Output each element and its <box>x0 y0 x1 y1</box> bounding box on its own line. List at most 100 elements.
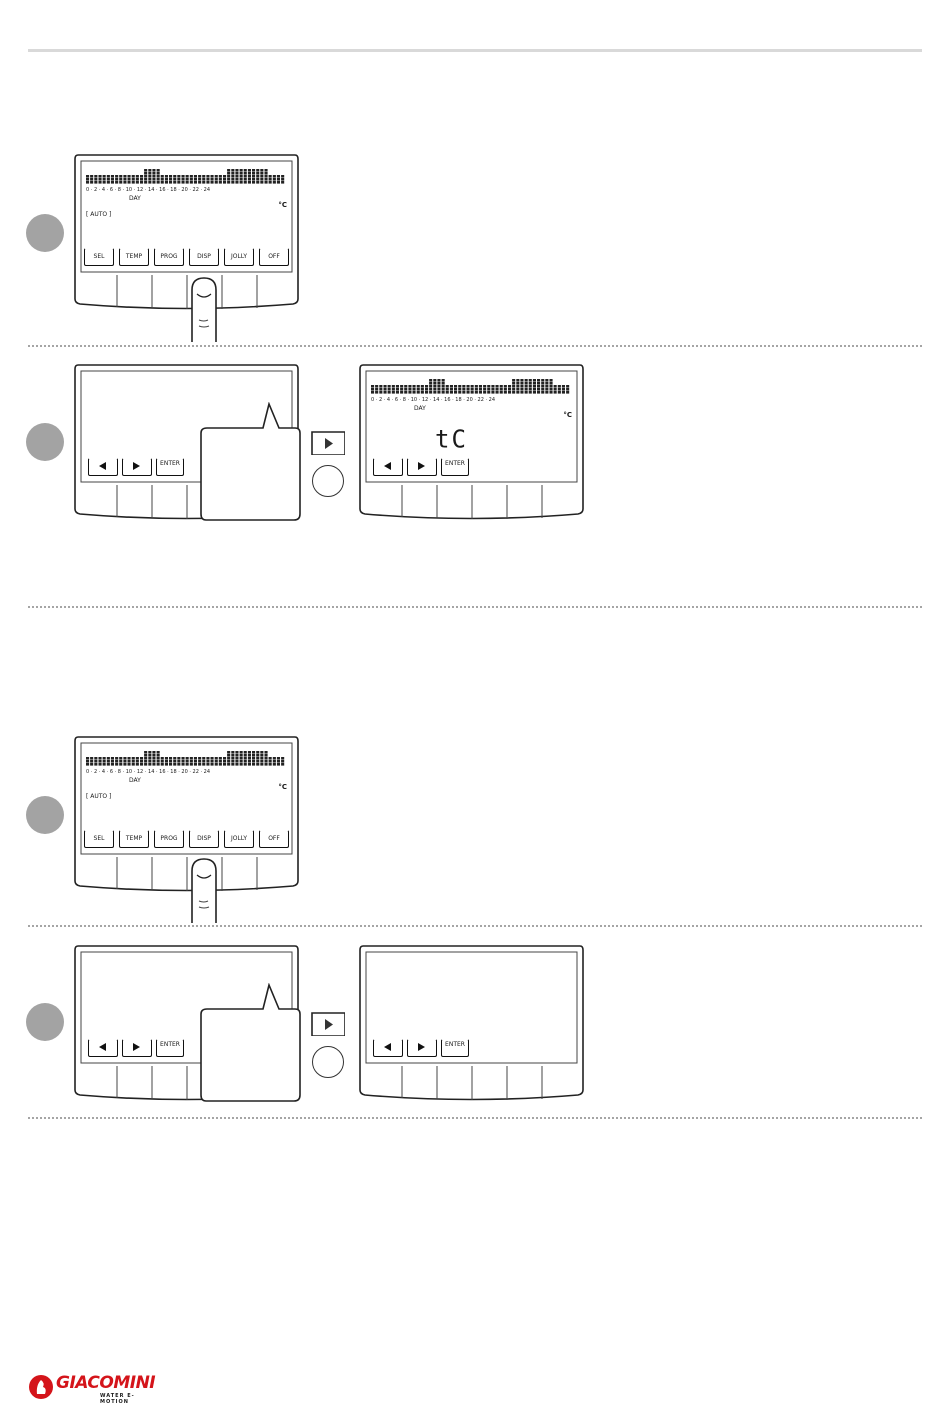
schedule-bar-cell <box>503 388 507 391</box>
schedule-bar-cell <box>252 757 256 760</box>
schedule-bar-cell <box>127 181 131 184</box>
schedule-bar-cell <box>276 760 280 763</box>
schedule-bar-cell <box>98 763 102 766</box>
celsius-label: °C <box>278 783 287 791</box>
schedule-bar-cell <box>102 178 106 181</box>
softkey-off[interactable]: OFF <box>259 830 289 848</box>
device-frame <box>74 736 299 892</box>
schedule-bar-cell <box>437 391 441 394</box>
softkey-off[interactable]: OFF <box>259 248 289 266</box>
schedule-bar-cell <box>243 751 247 754</box>
schedule-bar-cell <box>173 175 177 178</box>
schedule-bar-cell <box>152 754 156 757</box>
schedule-bar-cell <box>260 760 264 763</box>
schedule-bar-cell <box>218 181 222 184</box>
schedule-bar-cell <box>458 388 462 391</box>
schedule-bar-cell <box>169 175 173 178</box>
schedule-bar-cell <box>198 763 202 766</box>
schedule-bar-cell <box>557 385 561 388</box>
schedule-bar-cell <box>218 175 222 178</box>
schedule-bar-cell <box>247 754 251 757</box>
softkey-jolly[interactable]: JOLLY <box>224 830 254 848</box>
left-arrow-button[interactable] <box>373 1039 403 1057</box>
schedule-bar-cell <box>260 169 264 172</box>
schedule-bar-cell <box>177 757 181 760</box>
schedule-bar-cell <box>404 391 408 394</box>
schedule-bar-cell <box>177 178 181 181</box>
schedule-bar-cell <box>520 388 524 391</box>
schedule-bar-cell <box>160 175 164 178</box>
schedule-bar-cell <box>206 760 210 763</box>
right-arrow-button[interactable] <box>122 1039 152 1057</box>
softkey-disp[interactable]: DISP <box>189 248 219 266</box>
schedule-bar-cell <box>227 178 231 181</box>
schedule-bar-cell <box>387 385 391 388</box>
left-arrow-button[interactable] <box>88 1039 118 1057</box>
schedule-bar-cell <box>98 757 102 760</box>
schedule-bar-cell <box>214 757 218 760</box>
schedule-bar-cell <box>214 175 218 178</box>
left-arrow-button[interactable] <box>88 458 118 476</box>
schedule-bar-cell <box>247 178 251 181</box>
right-arrow-button[interactable] <box>407 458 437 476</box>
schedule-bar-cell <box>433 382 437 385</box>
schedule-bar-cell <box>231 751 235 754</box>
schedule-bar-cell <box>115 181 119 184</box>
schedule-bar-cell <box>193 757 197 760</box>
schedule-bar-cell <box>181 763 185 766</box>
schedule-bar-cell <box>152 760 156 763</box>
schedule-bar-cell <box>144 751 148 754</box>
softkey-prog[interactable]: PROG <box>154 830 184 848</box>
schedule-bar-cell <box>268 757 272 760</box>
schedule-bar-cell <box>202 181 206 184</box>
schedule-bar-cell <box>223 757 227 760</box>
schedule-bar-cell <box>210 763 214 766</box>
thermostat-device-step2-right: 0 · 2 · 4 · 6 · 8 · 10 · 12 · 14 · 16 · … <box>359 363 584 521</box>
enter-button[interactable]: ENTER <box>156 458 184 476</box>
schedule-bar-cell <box>90 757 94 760</box>
enter-button[interactable]: ENTER <box>156 1039 184 1057</box>
schedule-bar-cell <box>387 388 391 391</box>
schedule-bar-cell <box>487 388 491 391</box>
left-arrow-icon <box>99 1043 106 1051</box>
softkey-temp[interactable]: TEMP <box>119 248 149 266</box>
schedule-bar-cell <box>247 757 251 760</box>
softkey-prog[interactable]: PROG <box>154 248 184 266</box>
right-arrow-button[interactable] <box>407 1039 437 1057</box>
schedule-bar-cell <box>247 172 251 175</box>
schedule-bar-cell <box>375 388 379 391</box>
right-arrow-icon <box>418 462 425 470</box>
softkey-sel[interactable]: SEL <box>84 248 114 266</box>
schedule-bar-cell <box>520 379 524 382</box>
schedule-bar-cell <box>160 181 164 184</box>
schedule-bar-cell <box>247 751 251 754</box>
schedule-bar-cell <box>223 763 227 766</box>
schedule-bar-cell <box>545 382 549 385</box>
softkey-disp[interactable]: DISP <box>189 830 219 848</box>
schedule-bar-cell <box>391 388 395 391</box>
schedule-bar-cell <box>395 391 399 394</box>
schedule-bar-cell <box>503 385 507 388</box>
enter-button[interactable]: ENTER <box>441 458 469 476</box>
schedule-bar-cell <box>243 175 247 178</box>
schedule-bar-cell <box>185 181 189 184</box>
schedule-bar-cell <box>239 754 243 757</box>
schedule-bar-cell <box>135 175 139 178</box>
right-arrow-button[interactable] <box>122 458 152 476</box>
schedule-bar-cell <box>429 382 433 385</box>
softkey-jolly[interactable]: JOLLY <box>224 248 254 266</box>
left-arrow-button[interactable] <box>373 458 403 476</box>
step-1-marker <box>26 214 64 252</box>
schedule-bar-cell <box>148 763 152 766</box>
softkey-temp[interactable]: TEMP <box>119 830 149 848</box>
schedule-bar-cell <box>198 178 202 181</box>
schedule-bar-cell <box>528 382 532 385</box>
softkey-sel[interactable]: SEL <box>84 830 114 848</box>
schedule-bar-cell <box>198 175 202 178</box>
enter-button[interactable]: ENTER <box>441 1039 469 1057</box>
schedule-bar-cell <box>160 763 164 766</box>
schedule-bar-cell <box>156 172 160 175</box>
schedule-bar-cell <box>144 760 148 763</box>
schedule-bar-cell <box>148 175 152 178</box>
schedule-bar-cell <box>160 757 164 760</box>
